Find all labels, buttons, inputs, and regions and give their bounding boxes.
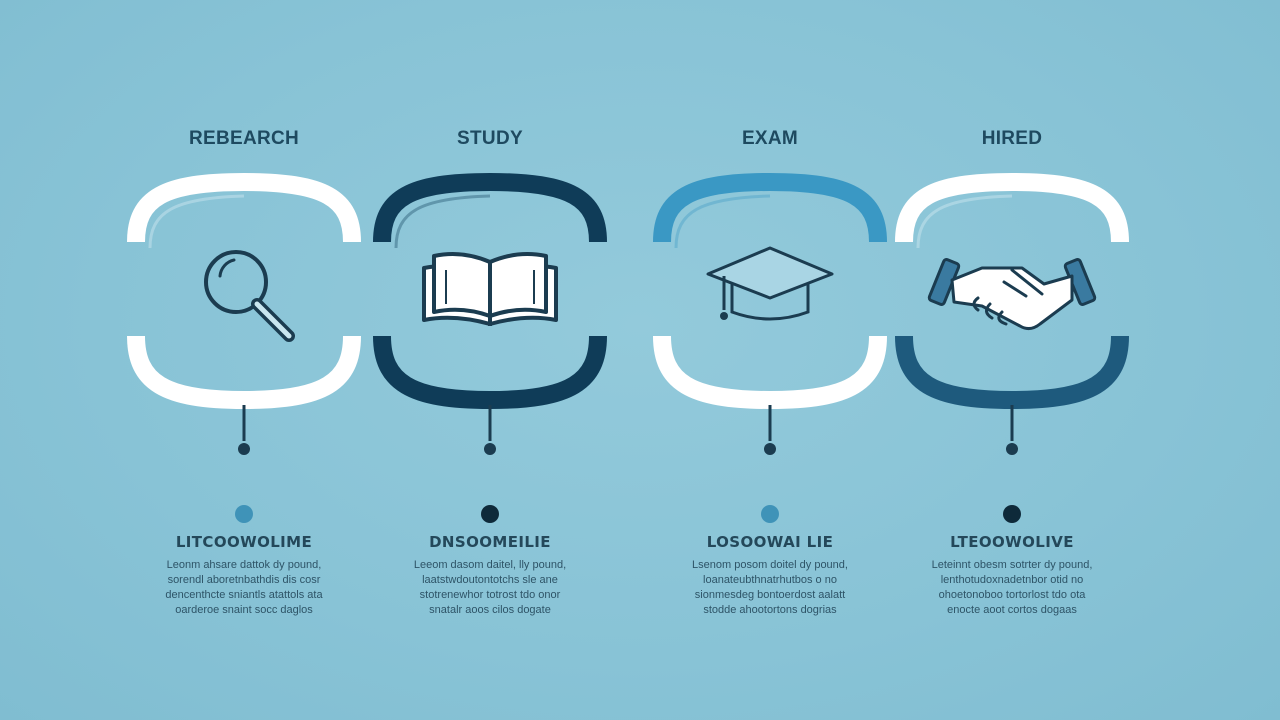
description-line: Lsenom posom doitel dy pound,: [692, 559, 848, 571]
step-description: Leeom dasom daitel, lly pound, laatstwdou…: [395, 558, 585, 618]
step-description: Leteinnt obesm sotrter dy pound, lenthotu…: [917, 558, 1107, 618]
step-subheading: LTEOOWOLIVE: [950, 533, 1074, 551]
description-line: laatstwdoutontotchs sle ane: [422, 574, 558, 586]
connector-stem: [238, 405, 250, 455]
description-line: Leonm ahsare dattok dy pound,: [166, 559, 322, 571]
description-line: Leteinnt obesm sotrter dy pound,: [931, 559, 1093, 571]
description-line: dencenthcte sniantls atattols ata: [165, 589, 323, 601]
description-line: sorendl aboretnbathdis dis cosr: [167, 574, 321, 586]
step-dot: [1003, 505, 1021, 523]
description-line: enocte aoot cortos dogaas: [947, 604, 1077, 616]
magnifier-icon: [204, 250, 295, 342]
description-line: snatalr aoos cilos dogate: [429, 604, 551, 616]
description-line: stodde ahootortons dogrias: [703, 604, 837, 616]
handshake-icon: [927, 258, 1097, 331]
description-line: ohoetonoboo tortorlost tdo ota: [938, 589, 1086, 601]
step-subheading: DNSOOMEILIE: [429, 533, 551, 551]
step-dot: [235, 505, 253, 523]
open-book-icon: [422, 252, 558, 326]
step-ring: [127, 172, 361, 410]
connector-stem: [764, 405, 776, 455]
description-line: loanateubthnatrhutbos o no: [703, 574, 837, 586]
step-description: Leonm ahsare dattok dy pound, sorendl abo…: [149, 558, 339, 618]
step-dot: [761, 505, 779, 523]
step-ring: [895, 172, 1129, 410]
description-line: oarderoe snaint socc daglos: [175, 604, 313, 616]
description-line: sionmesdeg bontoerdost aalatt: [694, 589, 846, 601]
step-subheading: LOSOOWAI LIE: [706, 533, 834, 551]
step-title: REBEARCH: [188, 128, 300, 149]
step-title: EXAM: [741, 128, 799, 149]
description-line: stotrenewhor totrost tdo onor: [419, 589, 561, 601]
step-subheading: LITCOOWOLIME: [175, 533, 313, 551]
step-description: Lsenom posom doitel dy pound, loanateubth…: [675, 558, 865, 618]
graduation-cap-icon: [706, 246, 834, 321]
step-ring: [653, 172, 887, 410]
description-line: Leeom dasom daitel, lly pound,: [413, 559, 567, 571]
connector-stem: [1006, 405, 1018, 455]
description-line: lenthotudoxnadetnbor otid no: [940, 574, 1084, 586]
step-title: STUDY: [457, 128, 523, 149]
step-dot: [481, 505, 499, 523]
step-title: HIRED: [981, 128, 1043, 149]
step-ring: [373, 172, 607, 410]
connector-stem: [484, 405, 496, 455]
